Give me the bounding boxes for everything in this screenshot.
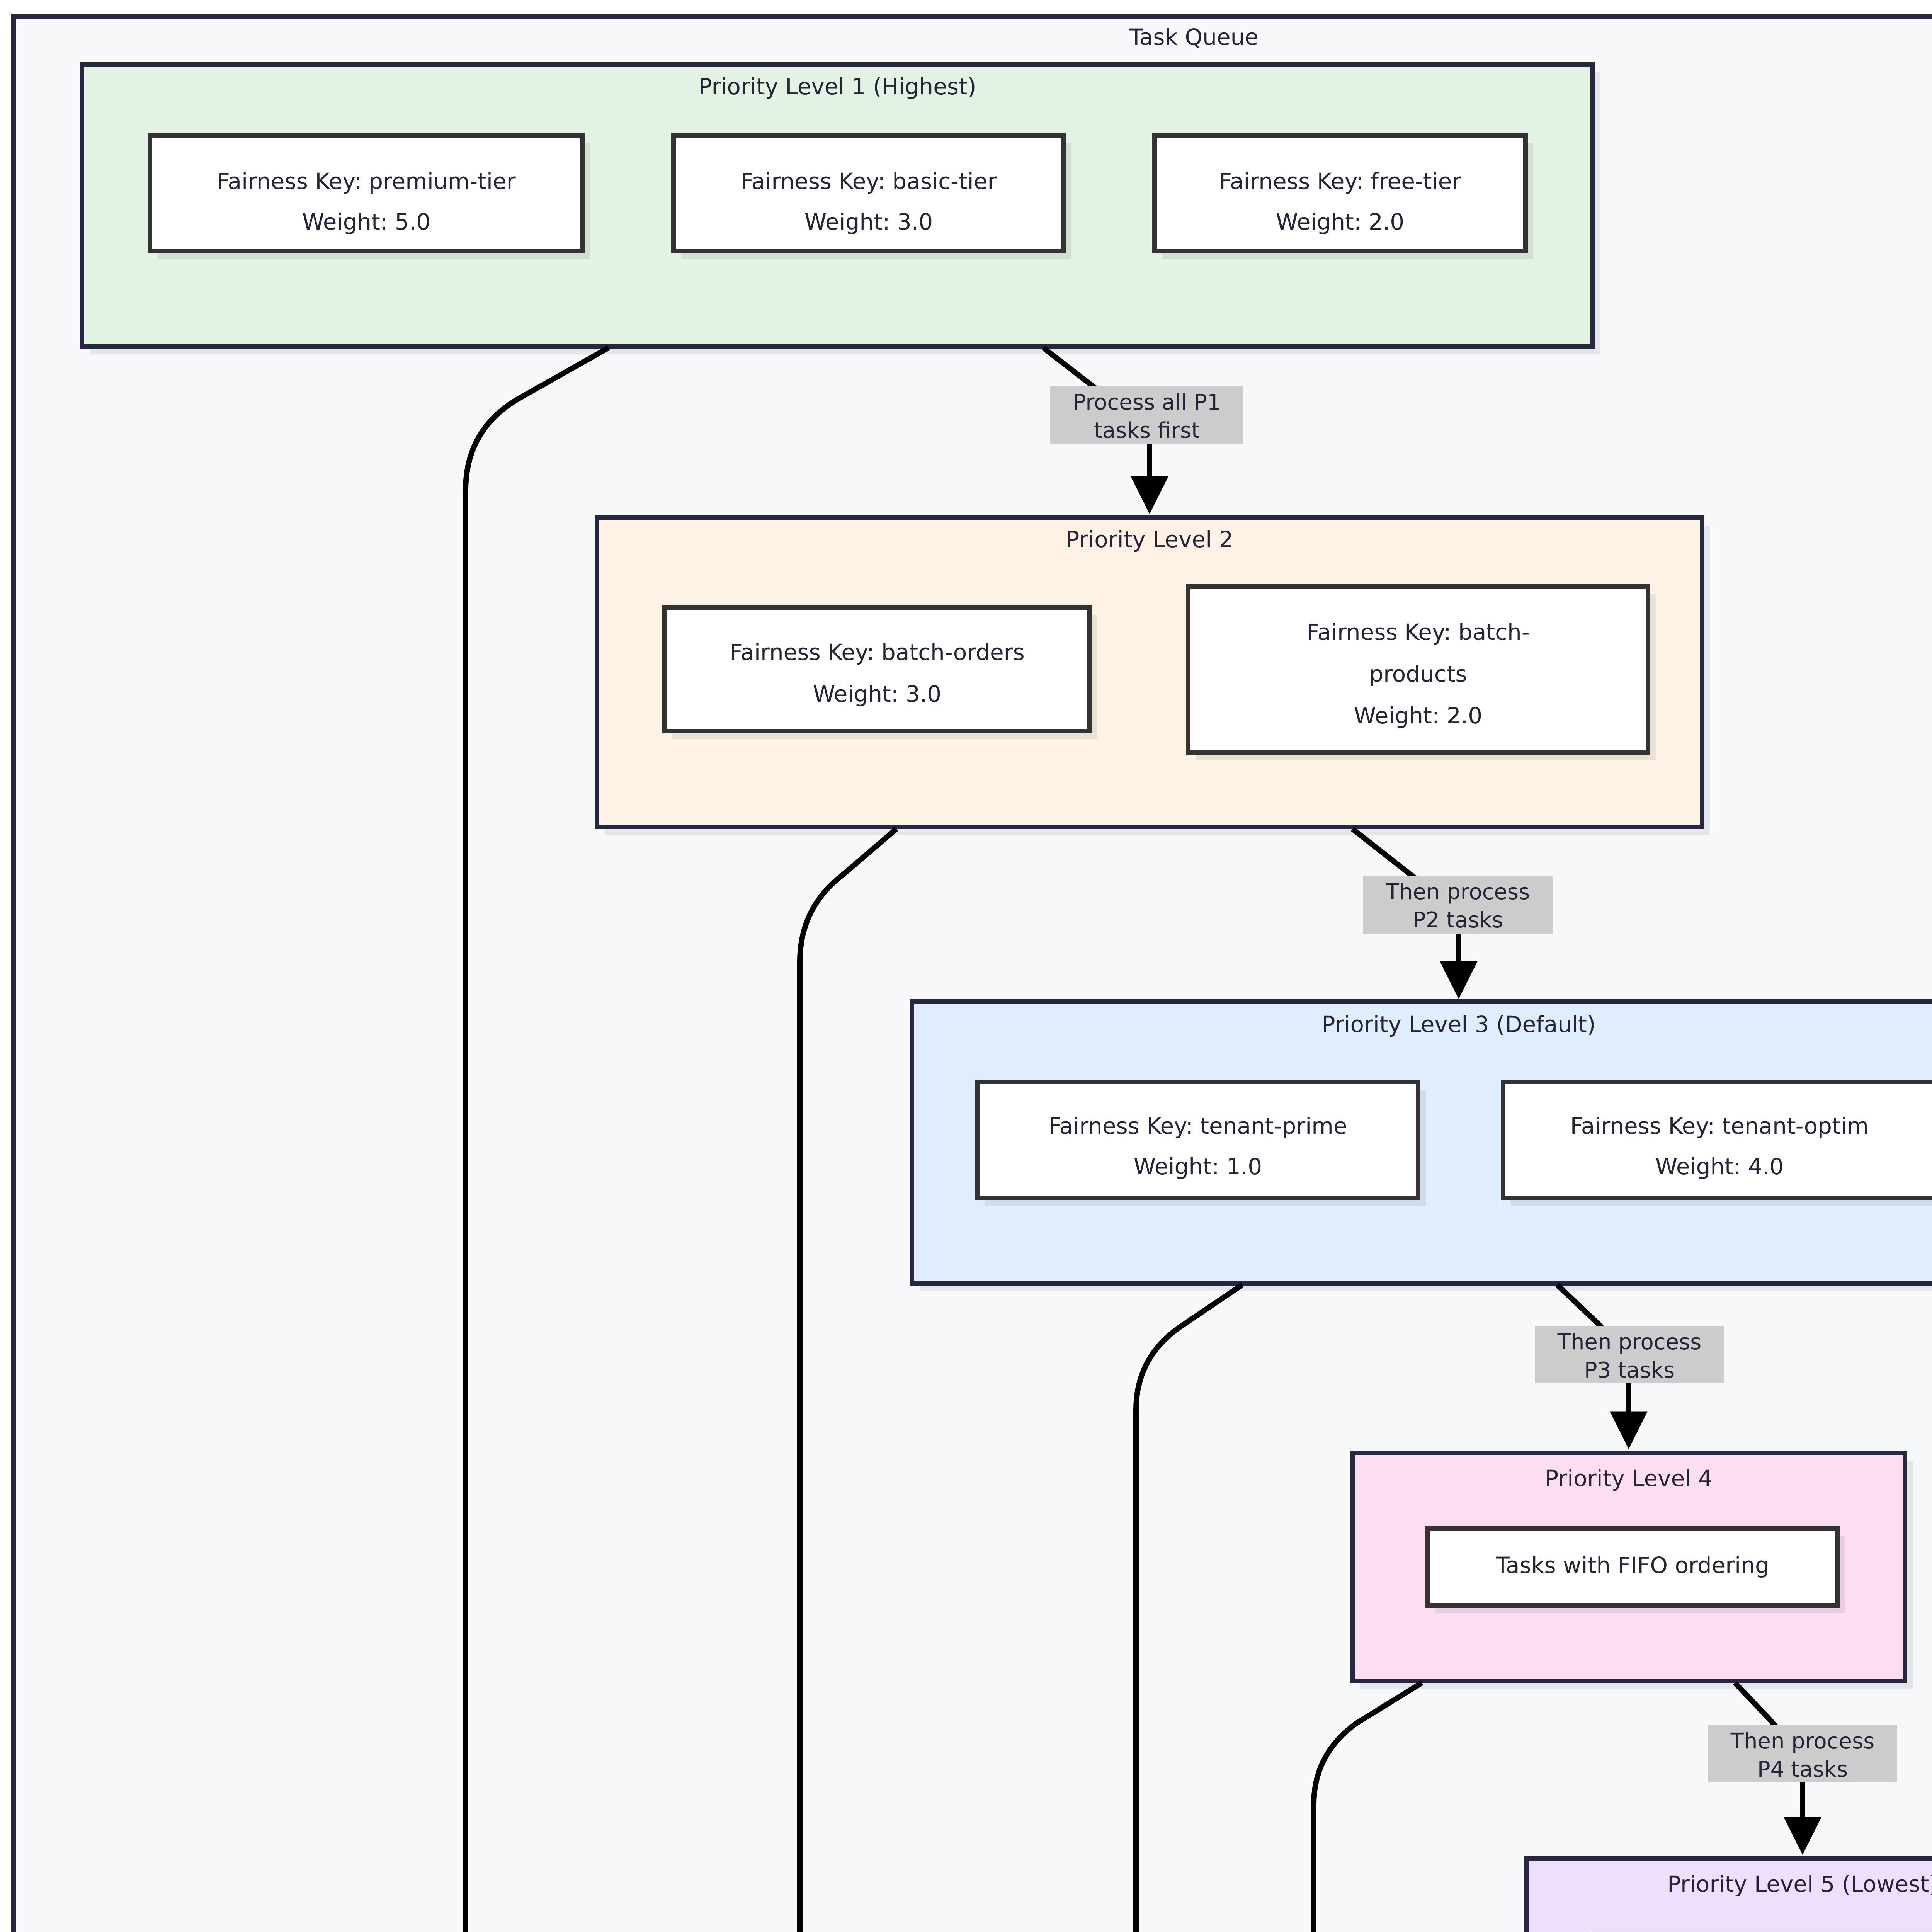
node-p3b-weight: Weight: 4.0 [1655,1153,1784,1180]
priority-1-title: Priority Level 1 (Highest) [699,73,976,100]
priority-5-title: Priority Level 5 (Lowest) [1667,1871,1932,1897]
node-p4a-label: Tasks with FIFO ordering [1495,1552,1769,1578]
node-p1c[interactable]: Fairness Key: free-tier Weight: 2.0 [1152,133,1533,259]
node-p2b-key: Fairness Key: batch- [1306,619,1529,645]
cluster-priority-level-3: Priority Level 3 (Default) Fairness Key:… [910,999,1932,1291]
edge-label-p4-p5-line1: Then process [1730,1729,1875,1754]
node-p3a[interactable]: Fairness Key: tenant-prime Weight: 1.0 [975,1080,1426,1206]
edge-p4-to-workers [1311,1680,1423,1932]
edge-p1-to-workers [463,345,610,1932]
edge-p3-to-workers [1133,1282,1244,1932]
node-p1a[interactable]: Fairness Key: premium-tier Weight: 5.0 [148,133,590,259]
node-p2b-weight: Weight: 2.0 [1354,702,1482,729]
node-p1a-key: Fairness Key: premium-tier [217,168,515,194]
node-p2a[interactable]: Fairness Key: batch-orders Weight: 3.0 [662,605,1097,739]
edge-label-p4-p5: Then process P4 tasks [1708,1725,1897,1782]
node-p2b-key2: products [1369,661,1467,687]
priority-4-title: Priority Level 4 [1545,1465,1712,1492]
node-p4a[interactable]: Tasks with FIFO ordering [1425,1526,1845,1613]
node-p2b[interactable]: Fairness Key: batch- products Weight: 2.… [1186,584,1656,760]
node-p1b-weight: Weight: 3.0 [804,209,933,235]
node-p3b-key: Fairness Key: tenant-optim [1570,1113,1869,1139]
edge-label-p4-p5-line2: P4 tasks [1757,1757,1848,1782]
priority-3-title: Priority Level 3 (Default) [1322,1011,1596,1037]
edge-label-p1-p2-line2: tasks first [1094,418,1200,443]
edge-label-p2-p3-line1: Then process [1386,879,1530,905]
edge-p2-to-workers [797,827,898,1932]
node-p2a-key: Fairness Key: batch-orders [730,639,1024,665]
edge-label-p3-p4: Then process P3 tasks [1535,1326,1724,1383]
edge-label-p2-p3-line2: P2 tasks [1413,908,1503,933]
edge-label-p1-p2: Process all P1 tasks first [1050,386,1243,444]
node-p1c-weight: Weight: 2.0 [1276,209,1404,235]
edge-label-p3-p4-line1: Then process [1557,1330,1702,1355]
cluster-priority-level-5: Priority Level 5 (Lowest) Tasks with FIF… [1524,1856,1932,1932]
task-queue-title: Task Queue [1129,24,1259,50]
edge-label-p1-p2-line1: Process all P1 [1073,390,1221,415]
node-p1b-key: Fairness Key: basic-tier [741,168,997,194]
node-p1c-key: Fairness Key: free-tier [1219,168,1461,194]
edge-label-p3-p4-line2: P3 tasks [1584,1358,1675,1383]
node-p3b[interactable]: Fairness Key: tenant-optim Weight: 4.0 [1501,1080,1932,1206]
cluster-priority-level-4: Priority Level 4 Tasks with FIFO orderin… [1350,1451,1913,1689]
node-p3a-key: Fairness Key: tenant-prime [1049,1113,1347,1139]
node-p1a-weight: Weight: 5.0 [302,209,430,235]
priority-5-box [1524,1856,1932,1932]
node-p3a-weight: Weight: 1.0 [1134,1153,1262,1180]
priority-2-title: Priority Level 2 [1066,526,1233,553]
cluster-priority-level-1: Priority Level 1 (Highest) Fairness Key:… [80,62,1600,354]
node-p2a-weight: Weight: 3.0 [813,681,941,707]
edge-label-p2-p3: Then process P2 tasks [1363,876,1553,934]
node-p1b[interactable]: Fairness Key: basic-tier Weight: 3.0 [671,133,1071,259]
cluster-priority-level-2: Priority Level 2 Fairness Key: batch-ord… [595,515,1710,835]
